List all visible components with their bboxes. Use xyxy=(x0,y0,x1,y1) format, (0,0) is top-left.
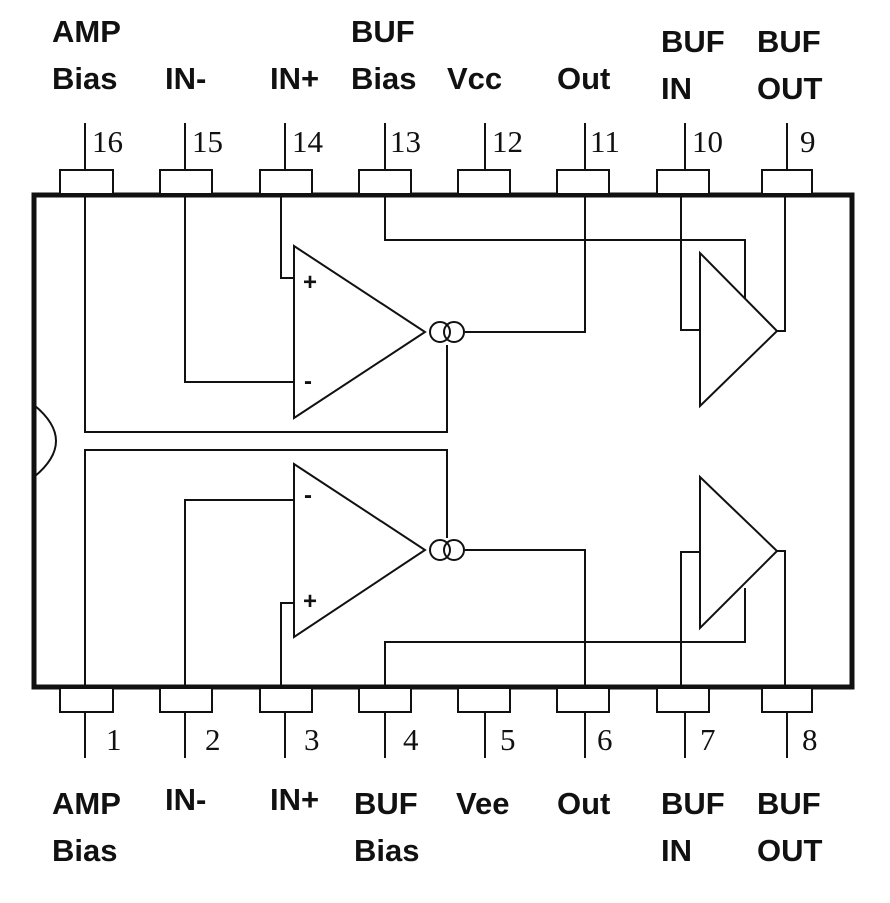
current-source-lower-b xyxy=(443,539,465,561)
pin-number-8: 8 xyxy=(802,722,818,757)
top-pin-pads xyxy=(59,169,813,195)
pin-number-11: 11 xyxy=(590,124,620,159)
pin-label-9-line2: OUT xyxy=(757,71,823,106)
pin-pad-10 xyxy=(656,169,710,195)
pin-label-15: IN- xyxy=(165,61,206,96)
pin-pad-4 xyxy=(358,687,412,713)
pin-number-4: 4 xyxy=(403,722,419,757)
wire-out-lower xyxy=(465,549,586,688)
pin-pad-16 xyxy=(59,169,114,195)
bottom-pin-leads xyxy=(84,712,788,758)
pin-pad-3 xyxy=(259,687,313,713)
pin-label-7-line2: IN xyxy=(661,833,692,868)
pin-label-13-line1: BUF xyxy=(351,14,415,49)
pin-label-14: IN+ xyxy=(270,61,319,96)
wire-in-plus-upper xyxy=(280,194,294,279)
pin-pad-2 xyxy=(159,687,213,713)
pin-label-5: Vee xyxy=(456,786,509,821)
plus-sign-lower: + xyxy=(303,588,317,615)
buffer-lower xyxy=(699,474,779,631)
pin-label-3: IN+ xyxy=(270,782,319,817)
pin-number-10: 10 xyxy=(692,124,723,159)
pin-label-2: IN- xyxy=(165,782,206,817)
pin-label-7-line1: BUF xyxy=(661,786,725,821)
pin-pad-13 xyxy=(358,169,412,195)
lower-circuit: - + xyxy=(84,449,786,688)
pin-pad-12 xyxy=(457,169,511,195)
wire-in-minus-upper xyxy=(184,194,294,383)
pin-number-9: 9 xyxy=(800,124,816,159)
pin-number-1: 1 xyxy=(106,722,122,757)
chip-body xyxy=(31,192,855,690)
pin-number-14: 14 xyxy=(292,124,324,159)
wire-buf-bias-lower xyxy=(384,588,746,688)
pin-label-16-line1: AMP xyxy=(52,14,121,49)
pin-number-2: 2 xyxy=(205,722,221,757)
pin-label-1-line1: AMP xyxy=(52,786,121,821)
wire-buf-out-lower xyxy=(777,550,786,688)
minus-sign-lower: - xyxy=(304,482,312,509)
pin-pad-9 xyxy=(761,169,813,195)
pin-number-12: 12 xyxy=(492,124,523,159)
pin-number-16: 16 xyxy=(92,124,123,159)
pin-number-13: 13 xyxy=(390,124,421,159)
wire-in-minus-lower xyxy=(184,499,294,688)
top-pin-labels: AMP Bias IN- IN+ BUF Bias Vcc Out BUF IN… xyxy=(52,14,823,106)
pin-label-8-line2: OUT xyxy=(757,833,823,868)
op-amp-upper xyxy=(293,244,427,420)
pin-label-13-line2: Bias xyxy=(351,61,416,96)
bottom-pin-labels: AMP Bias IN- IN+ BUF Bias Vee Out BUF IN… xyxy=(52,782,823,868)
current-source-upper-b xyxy=(443,321,465,343)
pin-pad-14 xyxy=(259,169,313,195)
pin-pad-11 xyxy=(556,169,610,195)
op-amp-lower xyxy=(293,462,427,639)
pin-pad-6 xyxy=(556,687,610,713)
pin-label-9-line1: BUF xyxy=(757,24,821,59)
bottom-pin-numbers: 1 2 3 4 5 6 7 8 xyxy=(106,722,818,757)
pin-label-11: Out xyxy=(557,61,610,96)
top-pin-leads xyxy=(84,123,788,170)
pin-label-16-line2: Bias xyxy=(52,61,117,96)
top-pin-numbers: 16 15 14 13 12 11 10 9 xyxy=(92,124,816,159)
pin-pad-8 xyxy=(761,687,813,713)
pin-label-1-line2: Bias xyxy=(52,833,117,868)
pin-label-6: Out xyxy=(557,786,610,821)
wire-buf-bias-upper xyxy=(384,194,746,298)
pin1-notch xyxy=(33,404,57,478)
wire-in-plus-lower xyxy=(280,602,294,688)
pin-label-8-line1: BUF xyxy=(757,786,821,821)
wire-buf-out-upper xyxy=(777,194,786,332)
pin-pad-7 xyxy=(656,687,710,713)
pin-pad-5 xyxy=(457,687,511,713)
pin-label-10-line1: BUF xyxy=(661,24,725,59)
pin-label-10-line2: IN xyxy=(661,71,692,106)
pin-pad-15 xyxy=(159,169,213,195)
wire-amp-bias-lower xyxy=(84,449,448,688)
pin-number-6: 6 xyxy=(597,722,613,757)
pin-label-12: Vcc xyxy=(447,61,502,96)
wire-out-upper xyxy=(465,194,586,333)
pin-number-3: 3 xyxy=(304,722,320,757)
minus-sign-upper: - xyxy=(304,368,312,395)
buffer-upper xyxy=(699,250,779,409)
pin-number-15: 15 xyxy=(192,124,223,159)
plus-sign-upper: + xyxy=(303,269,317,296)
pin-number-7: 7 xyxy=(700,722,716,757)
pin-pad-1 xyxy=(59,687,114,713)
pin-number-5: 5 xyxy=(500,722,516,757)
pin-label-4-line1: BUF xyxy=(354,786,418,821)
wire-amp-bias-upper xyxy=(84,194,448,433)
upper-circuit: + - xyxy=(84,194,786,433)
wire-buf-in-upper xyxy=(680,194,700,331)
wire-buf-in-lower xyxy=(680,551,700,688)
pin-label-4-line2: Bias xyxy=(354,833,419,868)
bottom-pin-pads xyxy=(59,687,813,713)
